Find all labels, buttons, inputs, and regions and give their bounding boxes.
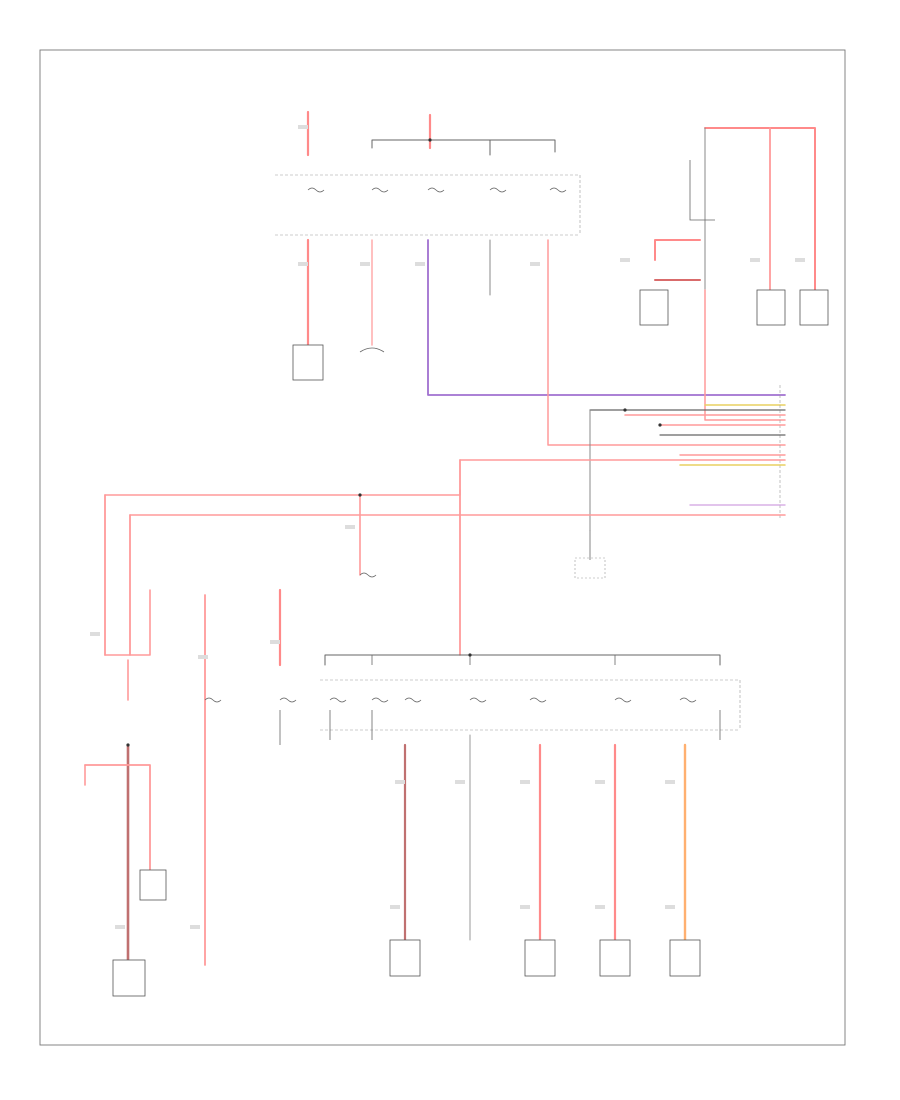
component-box-9: [139, 869, 167, 901]
component-box-7: [599, 939, 631, 977]
component-box-10: [112, 959, 146, 997]
relay-feed-wire: [704, 127, 816, 291]
lower-bus-wire: [324, 654, 721, 666]
top-left-red-bus: [104, 489, 461, 496]
lower-fuse-panel: [320, 653, 741, 977]
left-section: [84, 572, 377, 997]
diagram-frame: [39, 49, 846, 1046]
component-box-4: [799, 289, 829, 326]
wire-tag-markers: [90, 125, 805, 929]
component-box-3: [756, 289, 786, 326]
middle-buses: [104, 459, 606, 656]
component-box-2: [639, 289, 669, 326]
top-fuse-panel: [275, 110, 786, 446]
top-right-relay-block: [639, 127, 829, 421]
relay-coil-wire: [654, 239, 701, 261]
red-wire-right-run: [547, 239, 786, 446]
top-bus-wire: [371, 139, 556, 153]
component-box-6: [524, 939, 556, 977]
fuse-row-top: [307, 187, 567, 193]
right-connector-bundle: [129, 385, 786, 531]
component-box-1: [292, 344, 324, 381]
fuse-row-lower: [329, 697, 697, 703]
component-box-8: [669, 939, 701, 977]
purple-wire: [427, 239, 786, 396]
component-box-5: [389, 939, 421, 977]
